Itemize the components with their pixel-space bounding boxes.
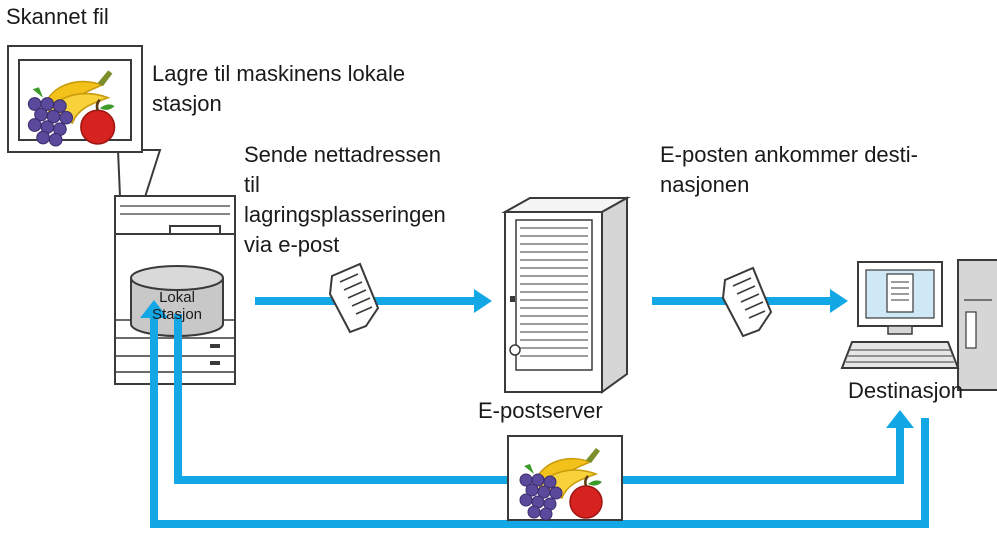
save-local-label-line2: stasjon <box>152 91 222 116</box>
send-url-label-line4: via e-post <box>244 232 340 257</box>
email-server-icon <box>501 196 631 394</box>
email-arrives-label-line2: nasjonen <box>660 172 750 197</box>
email-document-icon <box>329 263 379 333</box>
local-drive-label-line2: Stasjon <box>151 306 203 323</box>
send-url-label-line1: Sende nettadressen <box>244 142 441 167</box>
destination-label: Destinasjon <box>848 378 963 403</box>
save-local-label-line1: Lagre til maskinens lokale <box>152 61 406 86</box>
desktop-computer-icon <box>840 259 997 391</box>
email-arrives-label-line1: E-posten ankommer desti- <box>660 142 918 167</box>
attachment-image-card <box>507 435 623 522</box>
email-document-icon <box>722 267 772 337</box>
scanned-file-label: Skannet fil <box>6 4 109 29</box>
send-url-label-line2: til <box>244 172 260 197</box>
send-url-label-line3: lagringsplasseringen <box>244 202 446 227</box>
local-drive-label-line1: Lokal <box>159 289 195 306</box>
email-server-label: E-postserver <box>478 398 603 423</box>
